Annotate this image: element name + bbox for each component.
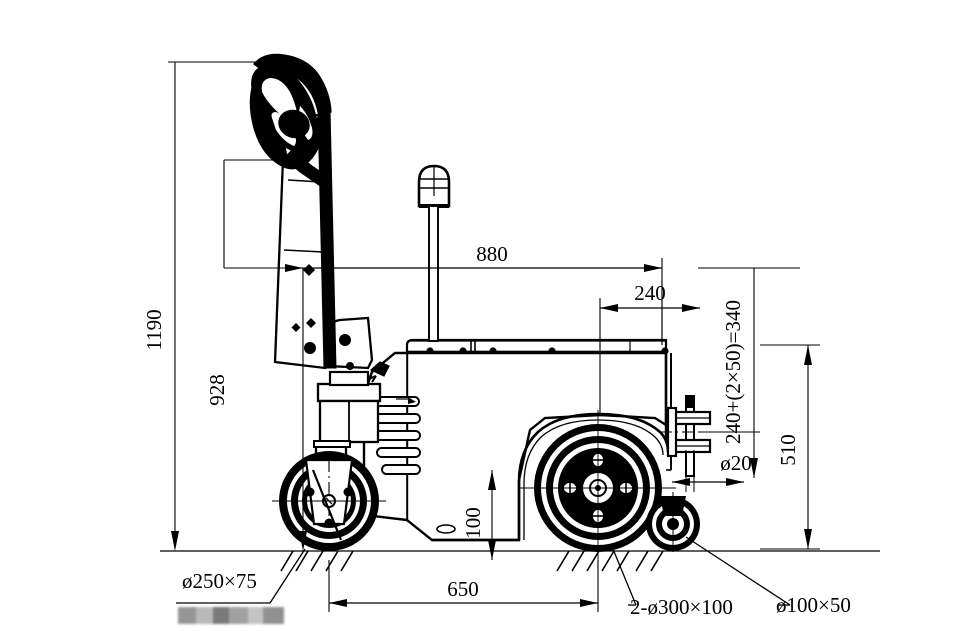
dimension-650-label: 650 [447, 577, 479, 601]
callout-rear-caster: ø100×50 [776, 593, 851, 617]
control-knob [365, 361, 390, 383]
ground-hatch-front [280, 550, 354, 572]
dimension-650 [328, 560, 599, 612]
dimension-928 [223, 159, 307, 551]
dimension-1190 [168, 61, 260, 551]
dimension-100 [488, 470, 496, 560]
dimension-d20-label: ø20 [720, 451, 752, 475]
ground-hatch-rear [556, 550, 664, 572]
dimension-340-label: 240+(2×50)=340 [721, 300, 745, 444]
tiller-handle-head [249, 53, 332, 191]
watermark-redaction [178, 607, 284, 624]
dimension-928-label: 928 [205, 374, 229, 406]
dimension-100-label: 100 [461, 507, 485, 539]
dimension-880-label: 880 [476, 242, 508, 266]
ventilation-slots [373, 396, 421, 475]
dimension-1190-label: 1190 [142, 309, 166, 350]
dimension-240 [599, 280, 700, 415]
dimension-510 [760, 344, 820, 550]
callout-front-caster: ø250×75 [182, 569, 257, 593]
beacon-light [417, 164, 451, 342]
dimension-340 [698, 267, 800, 478]
front-caster-wheel [272, 451, 386, 551]
dimension-240-label: 240 [634, 281, 666, 305]
ground-line [160, 550, 880, 572]
callout-leaders [176, 536, 791, 606]
drive-wheel [520, 410, 676, 560]
callout-drive-wheels: 2-ø300×100 [630, 595, 733, 619]
dimension-510-label: 510 [776, 434, 800, 466]
dimension-d20 [672, 450, 744, 492]
